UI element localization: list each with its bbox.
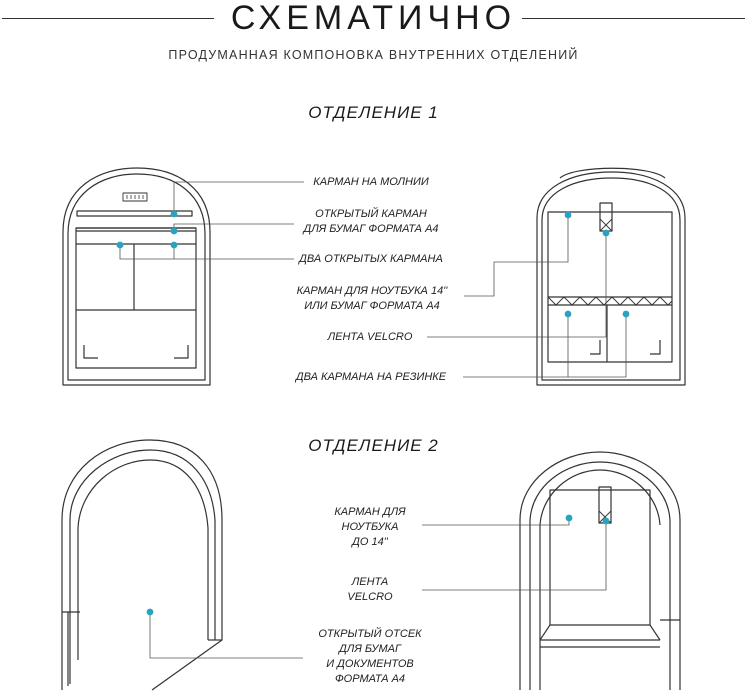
leader-velcro-2 [422, 521, 607, 591]
marker-elastic-right [622, 310, 630, 318]
leader-elastic-a [463, 314, 569, 378]
label-elastic-pockets: ДВА КАРМАНА НА РЕЗИНКЕ [295, 371, 447, 383]
marker-laptop-pocket [564, 211, 572, 219]
leader-document-compartment [149, 612, 303, 659]
leader-velcro-1 [427, 233, 607, 338]
section-2-title: ОТДЕЛЕНИЕ 2 [308, 436, 439, 455]
leader-zip-pocket [173, 181, 304, 214]
marker-elastic-left [564, 310, 572, 318]
label-velcro-2: ЛЕНТА VELCRO [347, 576, 393, 603]
marker-laptop-pocket-2 [565, 514, 573, 522]
marker-velcro-1 [602, 229, 610, 237]
title-rule-right [522, 18, 745, 19]
label-laptop-pocket: КАРМАН ДЛЯ НОУТБУКА 14'' ИЛИ БУМАГ ФОРМА… [296, 285, 448, 312]
label-open-a4-pocket: ОТКРЫТЫЙ КАРМАН ДЛЯ БУМАГ ФОРМАТА А4 [303, 208, 439, 235]
label-laptop-pocket-2: КАРМАН ДЛЯ НОУТБУКА ДО 14'' [334, 506, 406, 548]
marker-velcro-2 [602, 517, 610, 525]
leader-two-pockets-a [119, 245, 294, 260]
section-1-title: ОТДЕЛЕНИЕ 1 [308, 103, 439, 122]
marker-dots [116, 210, 630, 616]
marker-open-pocket-left [116, 241, 124, 249]
marker-open-pocket-right [170, 241, 178, 249]
page-subtitle: ПРОДУМАННАЯ КОМПОНОВКА ВНУТРЕННИХ ОТДЕЛЕ… [168, 48, 579, 62]
label-two-open-pockets: ДВА ОТКРЫТЫХ КАРМАНА [299, 253, 443, 265]
label-velcro-1: ЛЕНТА VELCRO [327, 331, 413, 343]
backpack-laptop-compartment [519, 451, 681, 690]
marker-a4-pocket [170, 227, 178, 235]
leader-laptop-pocket [464, 215, 569, 297]
leader-elastic-b [568, 314, 627, 378]
label-zip-pocket: КАРМАН НА МОЛНИИ [313, 176, 429, 188]
label-document-compartment: ОТКРЫТЫЙ ОТСЕК ДЛЯ БУМАГ И ДОКУМЕНТОВ ФО… [318, 628, 422, 685]
title-rule-left [2, 18, 214, 19]
backpack-front-panel [62, 167, 211, 386]
page-title: СХЕМАТИЧНО [230, 0, 517, 37]
marker-document-compartment [146, 608, 154, 616]
marker-zip-pocket [170, 210, 178, 218]
leader-laptop-pocket-2 [422, 518, 570, 526]
backpack-rear-compartment [61, 439, 223, 691]
backpack-inner-panel [536, 167, 686, 386]
